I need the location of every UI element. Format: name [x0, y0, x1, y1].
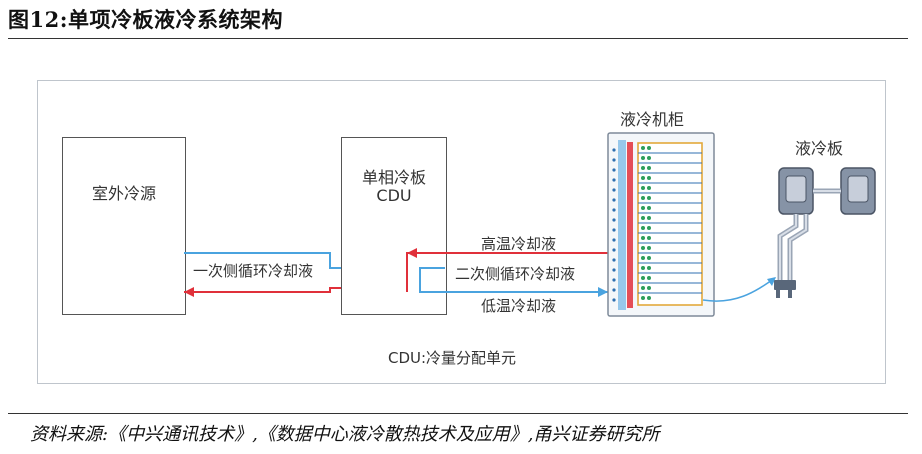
cdu-note: CDU:冷量分配单元 [388, 349, 517, 367]
primary-return-line [184, 287, 341, 293]
cold-plate-icon [774, 167, 876, 298]
primary-return-arrow [184, 287, 194, 297]
primary-supply-line [184, 252, 341, 269]
source-note: 资料来源:《中兴通讯技术》,《数据中心液冷散热技术及应用》,甬兴证券研究所 [30, 424, 660, 445]
hot-coolant-label: 高温冷却液 [481, 235, 557, 253]
bottom-divider [8, 413, 908, 414]
cabinet-icon [607, 132, 715, 317]
secondary-cold-arrow [598, 287, 608, 297]
cdu-box: 单相冷板 CDU [341, 137, 447, 315]
figure-title: 图12:单项冷板液冷系统架构 [8, 7, 283, 32]
secondary-loop-label: 二次侧循环冷却液 [455, 265, 576, 283]
top-divider [8, 38, 908, 39]
outdoor-source-label: 室外冷源 [91, 184, 156, 203]
primary-loop-label: 一次侧循环冷却液 [193, 262, 314, 280]
cabinet-label: 液冷机柜 [620, 110, 685, 129]
diagram-frame [37, 80, 886, 384]
cdu-label-line2: CDU [376, 186, 412, 205]
outdoor-source-box: 室外冷源 [62, 137, 186, 315]
cold-plate-label: 液冷板 [795, 139, 844, 158]
secondary-cold-line [419, 267, 608, 293]
cold-coolant-label: 低温冷却液 [481, 297, 557, 315]
secondary-hot-arrow [407, 248, 417, 258]
cabinet-to-plate-arrowhead [767, 277, 776, 286]
cdu-label-line1: 单相冷板 [361, 168, 426, 187]
